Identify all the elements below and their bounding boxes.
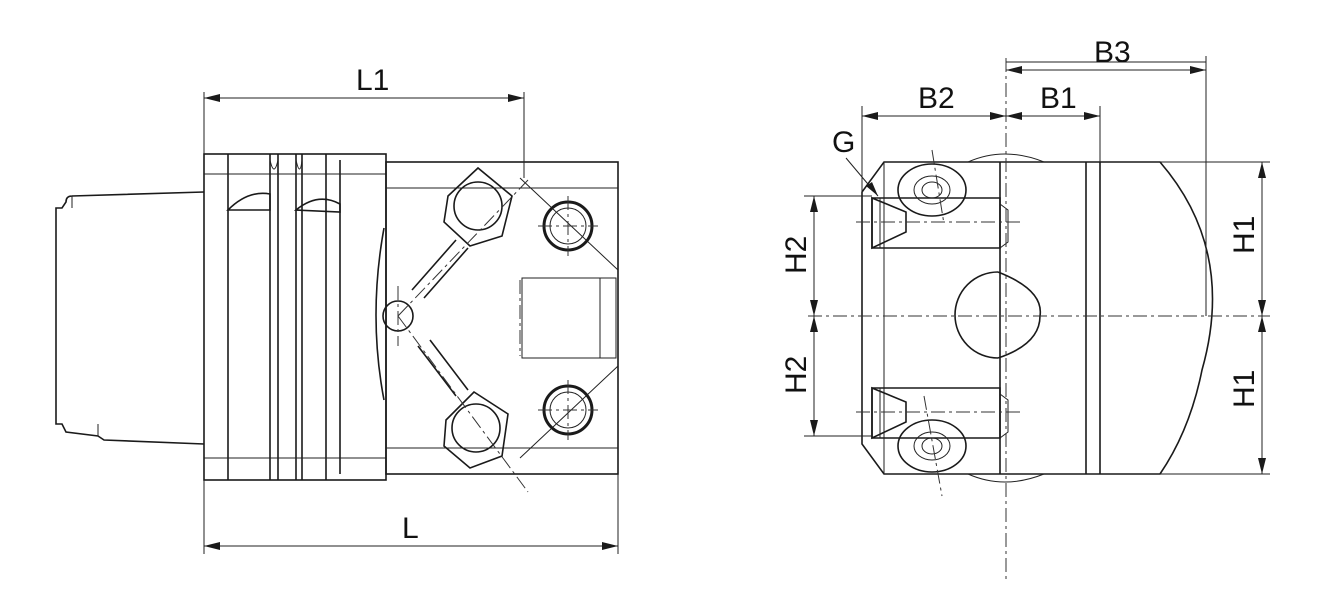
label-l: L — [402, 512, 419, 545]
label-g: G — [832, 126, 855, 159]
dimension-h2-top: H2 — [780, 195, 872, 316]
dimension-b2: B2 — [861, 82, 1006, 192]
dimension-b1: B1 — [1006, 82, 1101, 162]
dimension-l: L — [203, 474, 619, 554]
dimension-h2-bottom: H2 — [780, 316, 872, 437]
shank-taper — [55, 191, 205, 445]
label-h1-bottom: H1 — [1228, 370, 1261, 408]
leader-g: G — [832, 126, 879, 197]
counterbore-bottom — [897, 419, 967, 473]
label-h2-bottom: H2 — [780, 356, 813, 394]
central-bore — [954, 271, 1042, 359]
side-view: L1 L — [55, 64, 619, 554]
front-view: B3 B2 B1 G H2 H2 — [780, 36, 1270, 580]
clamp-screw-bottom — [417, 339, 509, 469]
screw-top — [871, 196, 1009, 250]
screw-bottom — [871, 386, 1009, 440]
front-body — [861, 161, 1214, 475]
label-l1: L1 — [356, 64, 389, 97]
dimension-b3: B3 — [1006, 36, 1207, 316]
counterbore-top — [897, 163, 967, 217]
insert-pocket — [521, 277, 617, 359]
clamp-screw-top — [411, 166, 513, 299]
flange — [203, 153, 387, 481]
label-h2-top: H2 — [780, 236, 813, 274]
label-h1-top: H1 — [1228, 216, 1261, 254]
dimension-h1-bottom: H1 — [1160, 316, 1270, 475]
label-b2: B2 — [918, 82, 955, 115]
dimension-h1-top: H1 — [1160, 161, 1270, 316]
label-b3: B3 — [1094, 36, 1131, 69]
dimension-l1: L1 — [203, 64, 525, 178]
label-b1: B1 — [1040, 82, 1077, 115]
tool-body — [385, 161, 619, 475]
